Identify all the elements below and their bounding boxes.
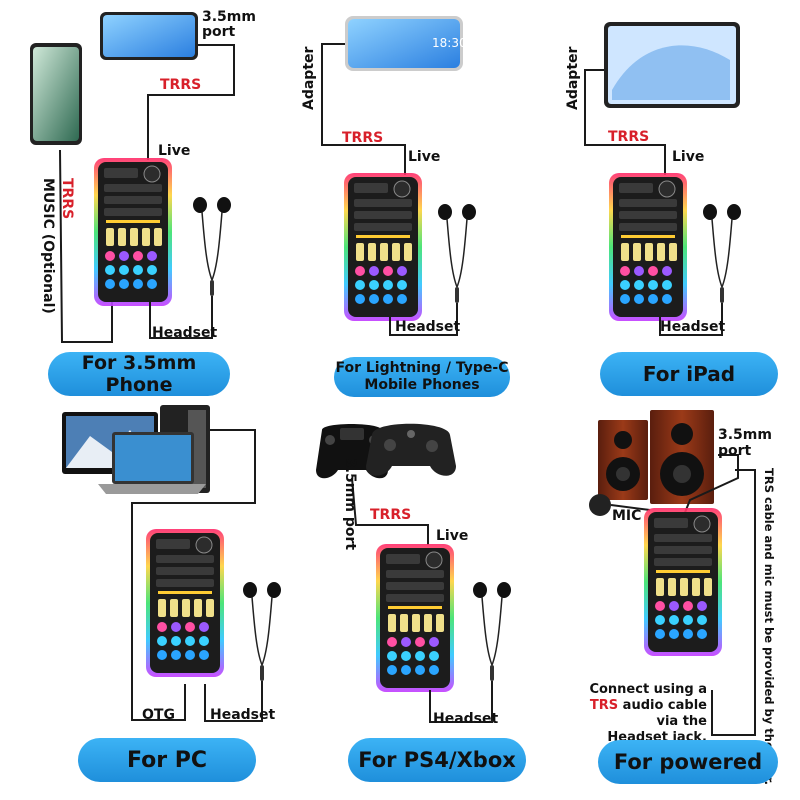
trrs-label-3: TRRS — [608, 129, 650, 145]
connect-note: Connect using a TRS audio cable via the … — [565, 682, 707, 746]
adapter-label-3: Adapter — [565, 46, 581, 110]
panel-phone35 — [30, 12, 235, 343]
live-label-5: Live — [436, 528, 469, 544]
headset-label-3: Headset — [660, 319, 726, 335]
panel-powered — [589, 410, 756, 736]
trrs-label-5: TRRS — [370, 507, 412, 523]
pill-lightning: For Lightning / Type-C Mobile Phones — [334, 357, 510, 397]
live-label-2: Live — [408, 149, 441, 165]
trrs-label-1: TRRS — [160, 77, 202, 93]
pill-ipad: For iPad — [600, 352, 778, 396]
pill-console: For PS4/Xbox — [348, 738, 526, 782]
live-label-3: Live — [672, 149, 705, 165]
side-note: TRS cable and mic must be provided by th… — [762, 468, 776, 785]
panel-lightning — [321, 16, 477, 336]
headset-label-5: Headset — [433, 711, 499, 727]
mic-label: MIC — [612, 508, 642, 524]
port-label-6: 3.5mm port — [718, 427, 772, 459]
adapter-label-2: Adapter — [301, 46, 317, 110]
panel-pc — [62, 405, 282, 722]
note-part1: Connect using a — [589, 682, 707, 697]
headset-label-4: Headset — [210, 707, 276, 723]
pill-pc: For PC — [78, 738, 256, 782]
trrs-label-2: TRRS — [342, 130, 384, 146]
pill-phone35: For 3.5mm Phone — [48, 352, 230, 396]
music-label: MUSIC (Optional) — [40, 178, 56, 314]
pill-powered: For powered — [598, 740, 778, 784]
note-part2: audio cable via the — [618, 698, 707, 729]
pill-lightning-line2: Mobile Phones — [364, 377, 480, 393]
port-label-5: 3.5mm port — [342, 458, 358, 551]
pill-lightning-line1: For Lightning / Type-C — [335, 360, 509, 376]
live-label-1: Live — [158, 143, 191, 159]
headset-label-1: Headset — [152, 325, 218, 341]
phone-time: 18:30 — [432, 36, 467, 50]
music-trrs-label: TRRS — [59, 178, 75, 220]
panel-console — [316, 423, 512, 723]
port-label-1: 3.5mm port — [202, 9, 256, 40]
panel-ipad — [584, 22, 742, 336]
headset-label-2: Headset — [395, 319, 461, 335]
otg-label: OTG — [142, 707, 175, 723]
note-trs: TRS — [589, 698, 619, 713]
